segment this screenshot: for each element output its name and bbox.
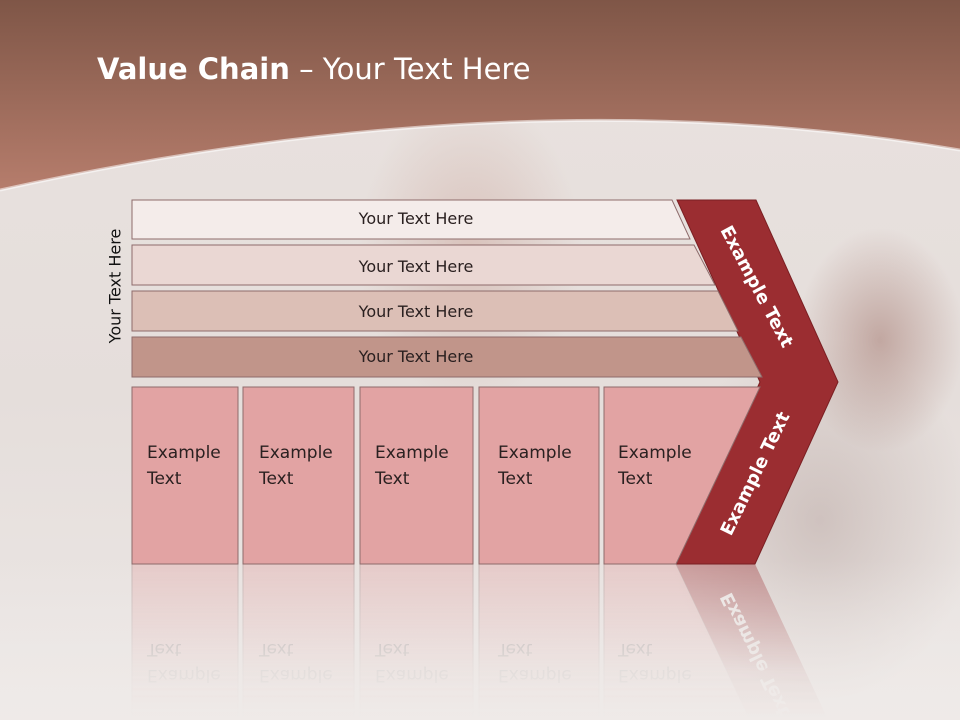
support-rows: Your Text Here Your Text Here Your Text …: [131, 199, 763, 378]
primary-box: [131, 386, 239, 565]
reflection-text: Example: [618, 665, 692, 685]
primary-box: [603, 386, 761, 565]
primary-boxes: Example Text Example Text Example Text E…: [131, 386, 761, 565]
primary-box-line2: Text: [146, 469, 182, 489]
primary-box-line1: Example: [147, 443, 221, 463]
primary-box-line1: Example: [498, 443, 572, 463]
reflection-chevron: [676, 564, 829, 720]
reflection-text: Example: [147, 665, 221, 685]
primary-box-line2: Text: [497, 469, 533, 489]
reflection-text: Text: [374, 639, 410, 659]
title-rest: – Your Text Here: [289, 52, 531, 86]
diagram-reflection: Example Text Example Text Example Text E…: [131, 563, 829, 720]
reflection-box: [242, 563, 355, 720]
primary-box: [242, 386, 355, 565]
support-row-label: Your Text Here: [358, 257, 474, 276]
support-row-label: Your Text Here: [358, 347, 474, 366]
support-row: [131, 336, 763, 378]
primary-box-line2: Text: [617, 469, 653, 489]
reflection-box: [478, 563, 600, 720]
support-row: [131, 244, 716, 286]
reflection-text: Text: [497, 639, 533, 659]
support-row: [131, 290, 739, 332]
primary-box-line1: Example: [259, 443, 333, 463]
title-bold: Value Chain: [97, 52, 290, 86]
primary-box-line2: Text: [374, 469, 410, 489]
primary-box-line1: Example: [375, 443, 449, 463]
reflection-box: [131, 563, 239, 720]
primary-box: [359, 386, 474, 565]
reflection-text: Text: [146, 639, 182, 659]
page-title: Value Chain – Your Text Here: [97, 52, 531, 86]
chevron-arrow: [675, 199, 839, 565]
support-row-label: Your Text Here: [358, 302, 474, 321]
reflection-text: Text: [617, 639, 653, 659]
title-band: [0, 0, 960, 192]
support-row-label: Your Text Here: [358, 209, 474, 228]
primary-box-line2: Text: [258, 469, 294, 489]
reflection-text: Example: [259, 665, 333, 685]
reflection-text: Text: [258, 639, 294, 659]
primary-box-line1: Example: [618, 443, 692, 463]
primary-box: [478, 386, 600, 565]
reflection-text: Example: [498, 665, 572, 685]
support-row: [131, 199, 691, 240]
reflection-text: Example: [375, 665, 449, 685]
